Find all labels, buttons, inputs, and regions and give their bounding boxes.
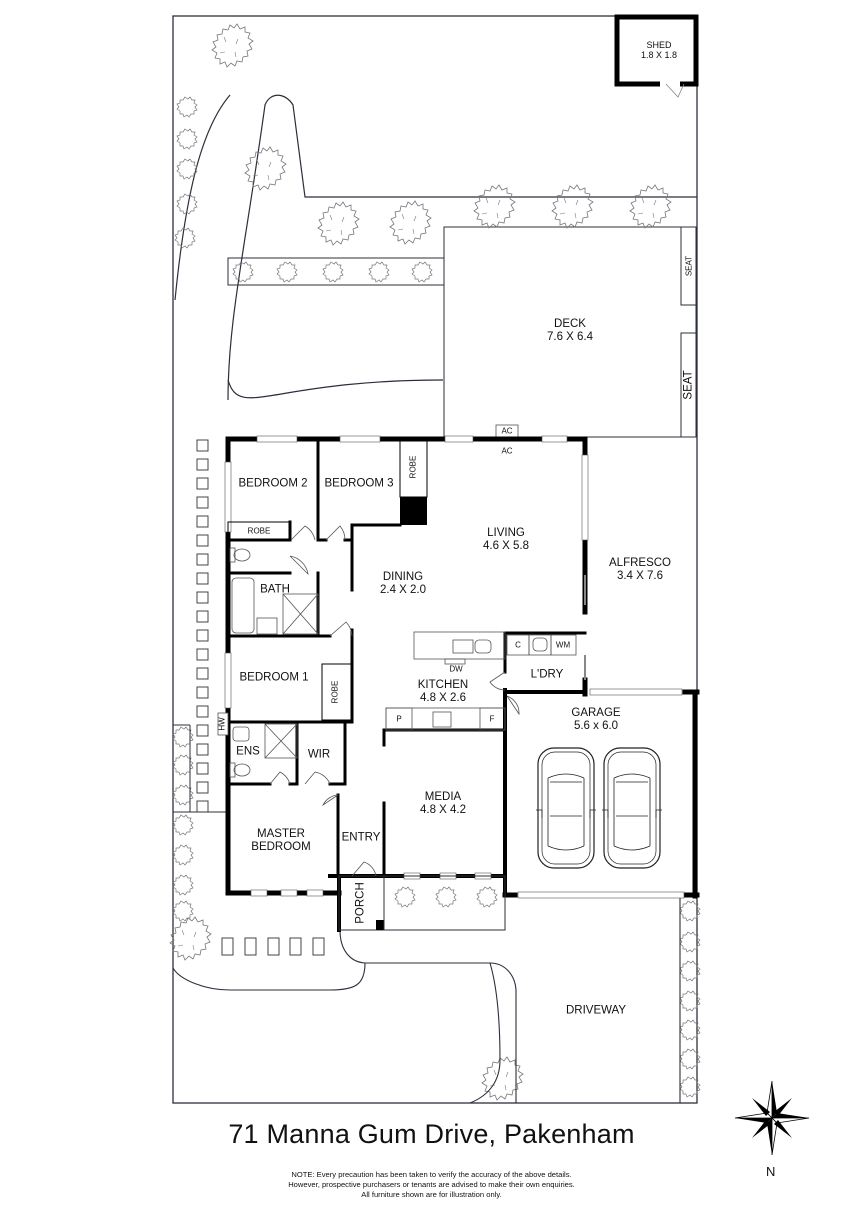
compass-north-label: N: [766, 1164, 776, 1179]
bedroom3-label: BEDROOM 3: [324, 477, 394, 490]
fridge-label: F: [489, 714, 495, 724]
entry-label: ENTRY: [341, 831, 381, 844]
bath-label: BATH: [260, 583, 290, 596]
driveway-label: DRIVEWAY: [565, 1004, 627, 1017]
robe-b3-label: ROBE: [408, 455, 418, 479]
ac-inner-label: AC: [501, 446, 513, 456]
laundry-label: L'DRY: [530, 668, 564, 681]
shed: [614, 14, 699, 87]
ens-label: ENS: [236, 745, 260, 758]
disclaimer-note: NOTE: Every precaution has been taken to…: [0, 1170, 863, 1200]
porch-label: PORCH: [354, 882, 367, 924]
note-line-2: However, prospective purchasers or tenan…: [288, 1180, 575, 1189]
robe-b2-label: ROBE: [247, 526, 271, 536]
robe-b1-label: ROBE: [330, 680, 340, 704]
bedroom2-label: BEDROOM 2: [238, 477, 308, 490]
note-line-1: NOTE: Every precaution has been taken to…: [291, 1170, 572, 1179]
property-address-title: 71 Manna Gum Drive, Pakenham: [228, 1119, 635, 1149]
dw-label: DW: [449, 664, 463, 674]
hw-label: HW: [217, 717, 227, 731]
note-line-3: All furniture shown are for illustration…: [361, 1190, 502, 1199]
seat-upper-label: SEAT: [684, 255, 694, 277]
pantry-label: P: [396, 714, 402, 724]
bedroom1-label: BEDROOM 1: [239, 671, 309, 684]
wir-label: WIR: [307, 748, 331, 761]
ac-outer-label: AC: [501, 426, 513, 436]
seat-lower-label: SEAT: [682, 370, 695, 400]
wm-label: WM: [555, 640, 571, 650]
cupboard-label: C: [515, 640, 521, 650]
